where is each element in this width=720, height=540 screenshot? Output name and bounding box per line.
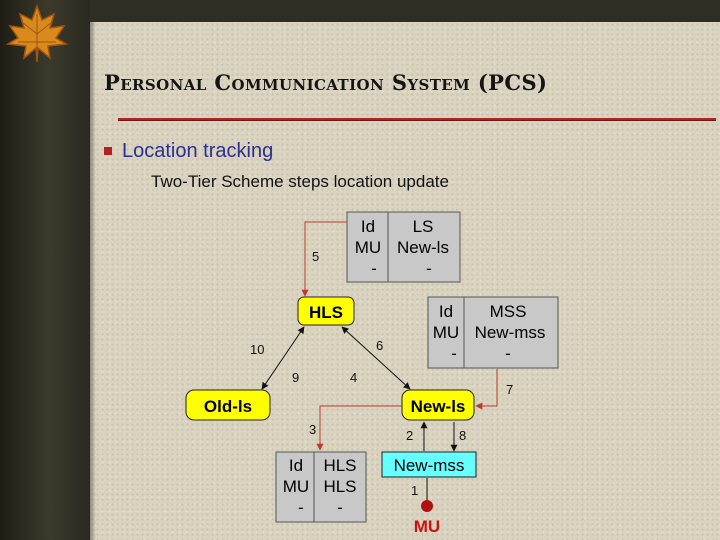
ls-table-header-id: Id [361, 217, 375, 236]
step-label-1: 1 [411, 483, 418, 498]
hls-table-cell: - [298, 498, 304, 517]
new-ls-node: New-ls [401, 389, 475, 421]
step-label-8: 8 [459, 428, 466, 443]
step-label-4: 4 [350, 370, 357, 385]
step-label-2: 2 [406, 428, 413, 443]
arrow-step-7 [475, 369, 498, 410]
new-mss-node-label: New-mss [394, 456, 465, 475]
mu-label: MU [414, 517, 440, 536]
section-heading: Location tracking [122, 140, 274, 162]
ls-table-cell: New-ls [397, 238, 449, 257]
hls-table-header-id: Id [289, 456, 303, 475]
ls-table-bg [346, 211, 461, 283]
hls-table-cell: MU [283, 477, 309, 496]
arrow-step-3 [316, 405, 402, 451]
top-band [90, 0, 720, 22]
new-ls-node-label: New-ls [411, 397, 466, 416]
step-label-9: 9 [292, 370, 299, 385]
old-ls-node-label: Old-ls [204, 397, 252, 416]
mu-node: MU [414, 478, 440, 536]
mss-table: Id MSS MU New-mss - - [427, 296, 559, 369]
arrow-step-4-6 [341, 326, 411, 390]
mu-dot [421, 500, 433, 512]
mss-table-cell: - [451, 344, 457, 363]
arrow-step-9-10 [261, 326, 305, 390]
mss-table-header-mss: MSS [490, 302, 527, 321]
slide-title: Personal Communication System (PCS) [104, 70, 548, 95]
ls-table-cell: - [371, 259, 377, 278]
step-label-3: 3 [309, 422, 316, 437]
sidebar-background [0, 0, 90, 540]
ls-table-header-ls: LS [413, 217, 434, 236]
hls-table-header-hls: HLS [323, 456, 356, 475]
new-mss-node: New-mss [381, 451, 477, 478]
section-subheading: Two-Tier Scheme steps location update [151, 172, 449, 191]
mss-table-cell: MU [433, 323, 459, 342]
mss-table-cell: New-mss [475, 323, 546, 342]
step-labels: 5 10 9 6 4 7 3 2 8 1 [250, 249, 513, 498]
hls-table-cell: - [337, 498, 343, 517]
ls-table-cell: - [426, 259, 432, 278]
step-label-7: 7 [506, 382, 513, 397]
ls-table-cell: MU [355, 238, 381, 257]
slide-shadow [90, 22, 96, 540]
step-label-6: 6 [376, 338, 383, 353]
step-label-10: 10 [250, 342, 264, 357]
mss-table-bg [427, 296, 559, 369]
hls-table-bg [275, 451, 367, 523]
hls-table: Id HLS MU HLS - - [275, 451, 367, 523]
mss-table-header-id: Id [439, 302, 453, 321]
title-underline-shadow [118, 120, 716, 121]
hls-table-cell: HLS [323, 477, 356, 496]
arrow-step-5 [301, 221, 347, 297]
maple-leaf-icon [5, 4, 69, 63]
mss-table-cell: - [505, 344, 511, 363]
ls-table: Id LS MU New-ls - - [346, 211, 461, 283]
title-underline [118, 118, 716, 120]
step-label-5: 5 [312, 249, 319, 264]
bullet-icon [104, 147, 112, 155]
hls-node-label: HLS [309, 303, 343, 322]
old-ls-node: Old-ls [185, 389, 271, 421]
hls-node: HLS [297, 296, 355, 326]
